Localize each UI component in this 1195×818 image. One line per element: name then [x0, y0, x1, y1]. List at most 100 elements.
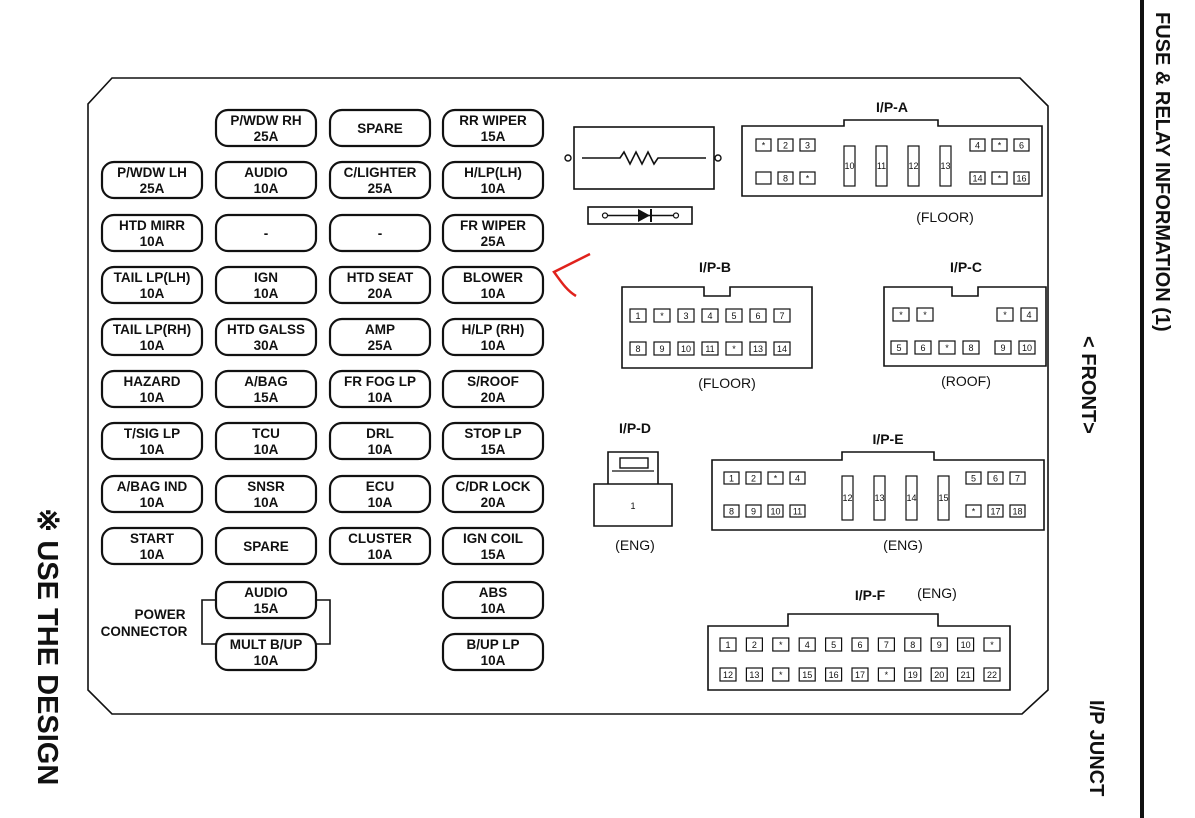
- fuse: H/LP(LH)10A: [441, 160, 545, 200]
- pin-label: 8: [635, 344, 640, 354]
- connector-pin: 8: [962, 340, 980, 355]
- fuse: SPARE: [328, 108, 432, 148]
- pin-label: 9: [659, 344, 664, 354]
- fuse-outline: [441, 265, 545, 305]
- connector-pin: 4: [969, 138, 986, 152]
- fuse-outline: [100, 369, 204, 409]
- fuse-outline: [214, 474, 318, 514]
- pin-label: 14: [777, 344, 787, 354]
- fuse-rating: 10A: [368, 390, 393, 405]
- connector-pin: 8: [629, 341, 647, 356]
- fuse-rating: 10A: [481, 286, 506, 301]
- fuse-rating: 10A: [481, 181, 506, 196]
- pin-label: 4: [975, 141, 980, 151]
- connector-location: (ENG): [883, 537, 923, 553]
- connector-pin: 4: [789, 471, 806, 485]
- fuse-outline: [328, 317, 432, 357]
- connector-title: I/P-C: [950, 259, 982, 275]
- pin-label: 10: [844, 161, 854, 171]
- connector-pin: 14: [969, 171, 986, 185]
- fuse-name: A/BAG IND: [117, 479, 188, 494]
- connector-title: I/P-B: [699, 259, 731, 275]
- connector-pin: *: [938, 340, 956, 355]
- pin-label: 13: [753, 344, 763, 354]
- fuse-outline: [441, 108, 545, 148]
- connector-outline: [741, 119, 1043, 197]
- fuse-name: P/WDW RH: [230, 113, 301, 128]
- fuse-rating: 25A: [481, 234, 506, 249]
- fuse-name: TCU: [252, 426, 280, 441]
- fuse-rating: 20A: [481, 390, 506, 405]
- pin-label: *: [945, 343, 949, 353]
- fuse-outline: [441, 421, 545, 461]
- connector-pin: *: [983, 637, 1001, 652]
- connector-pin: 18: [1009, 504, 1026, 518]
- fuse-outline: [328, 526, 432, 566]
- fuse-rating: 10A: [481, 653, 506, 668]
- connector-pin: 10: [956, 637, 975, 652]
- connector-pin: 11: [701, 341, 719, 356]
- pin-label: *: [998, 141, 1002, 151]
- fuse-rating: 10A: [254, 495, 279, 510]
- connector-pin: 6: [987, 471, 1004, 485]
- fuse-rating: 10A: [140, 234, 165, 249]
- connector-pin-tall: 13: [873, 475, 886, 521]
- fuse-rating: 10A: [368, 547, 393, 562]
- connector-pin-tall: 10: [843, 145, 856, 187]
- fuse-outline: [441, 160, 545, 200]
- pin-label: 10: [1022, 343, 1032, 353]
- connector-title: I/P-D: [619, 420, 651, 436]
- pin-label: 17: [990, 507, 1000, 517]
- pin-label: *: [990, 640, 994, 650]
- fuse-outline: [328, 213, 432, 253]
- connector-latch: [619, 457, 649, 469]
- connector-pin: 5: [824, 637, 843, 652]
- fuse-outline: [214, 317, 318, 357]
- connector-location: (ENG): [917, 585, 957, 601]
- fuse-rating: 10A: [481, 601, 506, 616]
- fuse-outline: [100, 421, 204, 461]
- pin-label: *: [779, 670, 783, 680]
- fuse-name: AUDIO: [244, 585, 288, 600]
- pin-label: 6: [993, 474, 998, 484]
- connector-pin: 6: [914, 340, 932, 355]
- connector-pin: 6: [851, 637, 869, 652]
- connector-pin: 15: [798, 667, 816, 682]
- pin-label: 8: [729, 507, 734, 517]
- fuse-name: ABS: [479, 585, 508, 600]
- connector-pin: 17: [851, 667, 869, 682]
- fuse-rating: 10A: [254, 286, 279, 301]
- pin-label: 21: [961, 670, 971, 680]
- connector-pin: *: [755, 138, 772, 152]
- connector-outline: [593, 451, 673, 527]
- pin-label: 9: [937, 640, 942, 650]
- pin-label: 8: [783, 174, 788, 184]
- fuse: -: [214, 213, 318, 253]
- fuse-rating: 10A: [254, 653, 279, 668]
- fuse-rating: 25A: [368, 181, 393, 196]
- connector-pin-tall: 14: [905, 475, 918, 521]
- power-connector-bracket: POWER CONNECTOR: [101, 599, 331, 645]
- connector-location: (ROOF): [941, 373, 991, 389]
- pin-label: 10: [770, 507, 780, 517]
- fuse-outline: [328, 369, 432, 409]
- pin-label: 14: [906, 493, 916, 503]
- pin-label: 22: [987, 670, 997, 680]
- connector-pin: 19: [904, 667, 922, 682]
- annotation-arrow: [552, 252, 591, 298]
- fuse-outline: [441, 213, 545, 253]
- fuse-name: STOP LP: [464, 426, 521, 441]
- fuse-name: HTD SEAT: [347, 270, 414, 285]
- fuse-name: B/UP LP: [466, 637, 519, 652]
- connector-pin: *: [991, 138, 1008, 152]
